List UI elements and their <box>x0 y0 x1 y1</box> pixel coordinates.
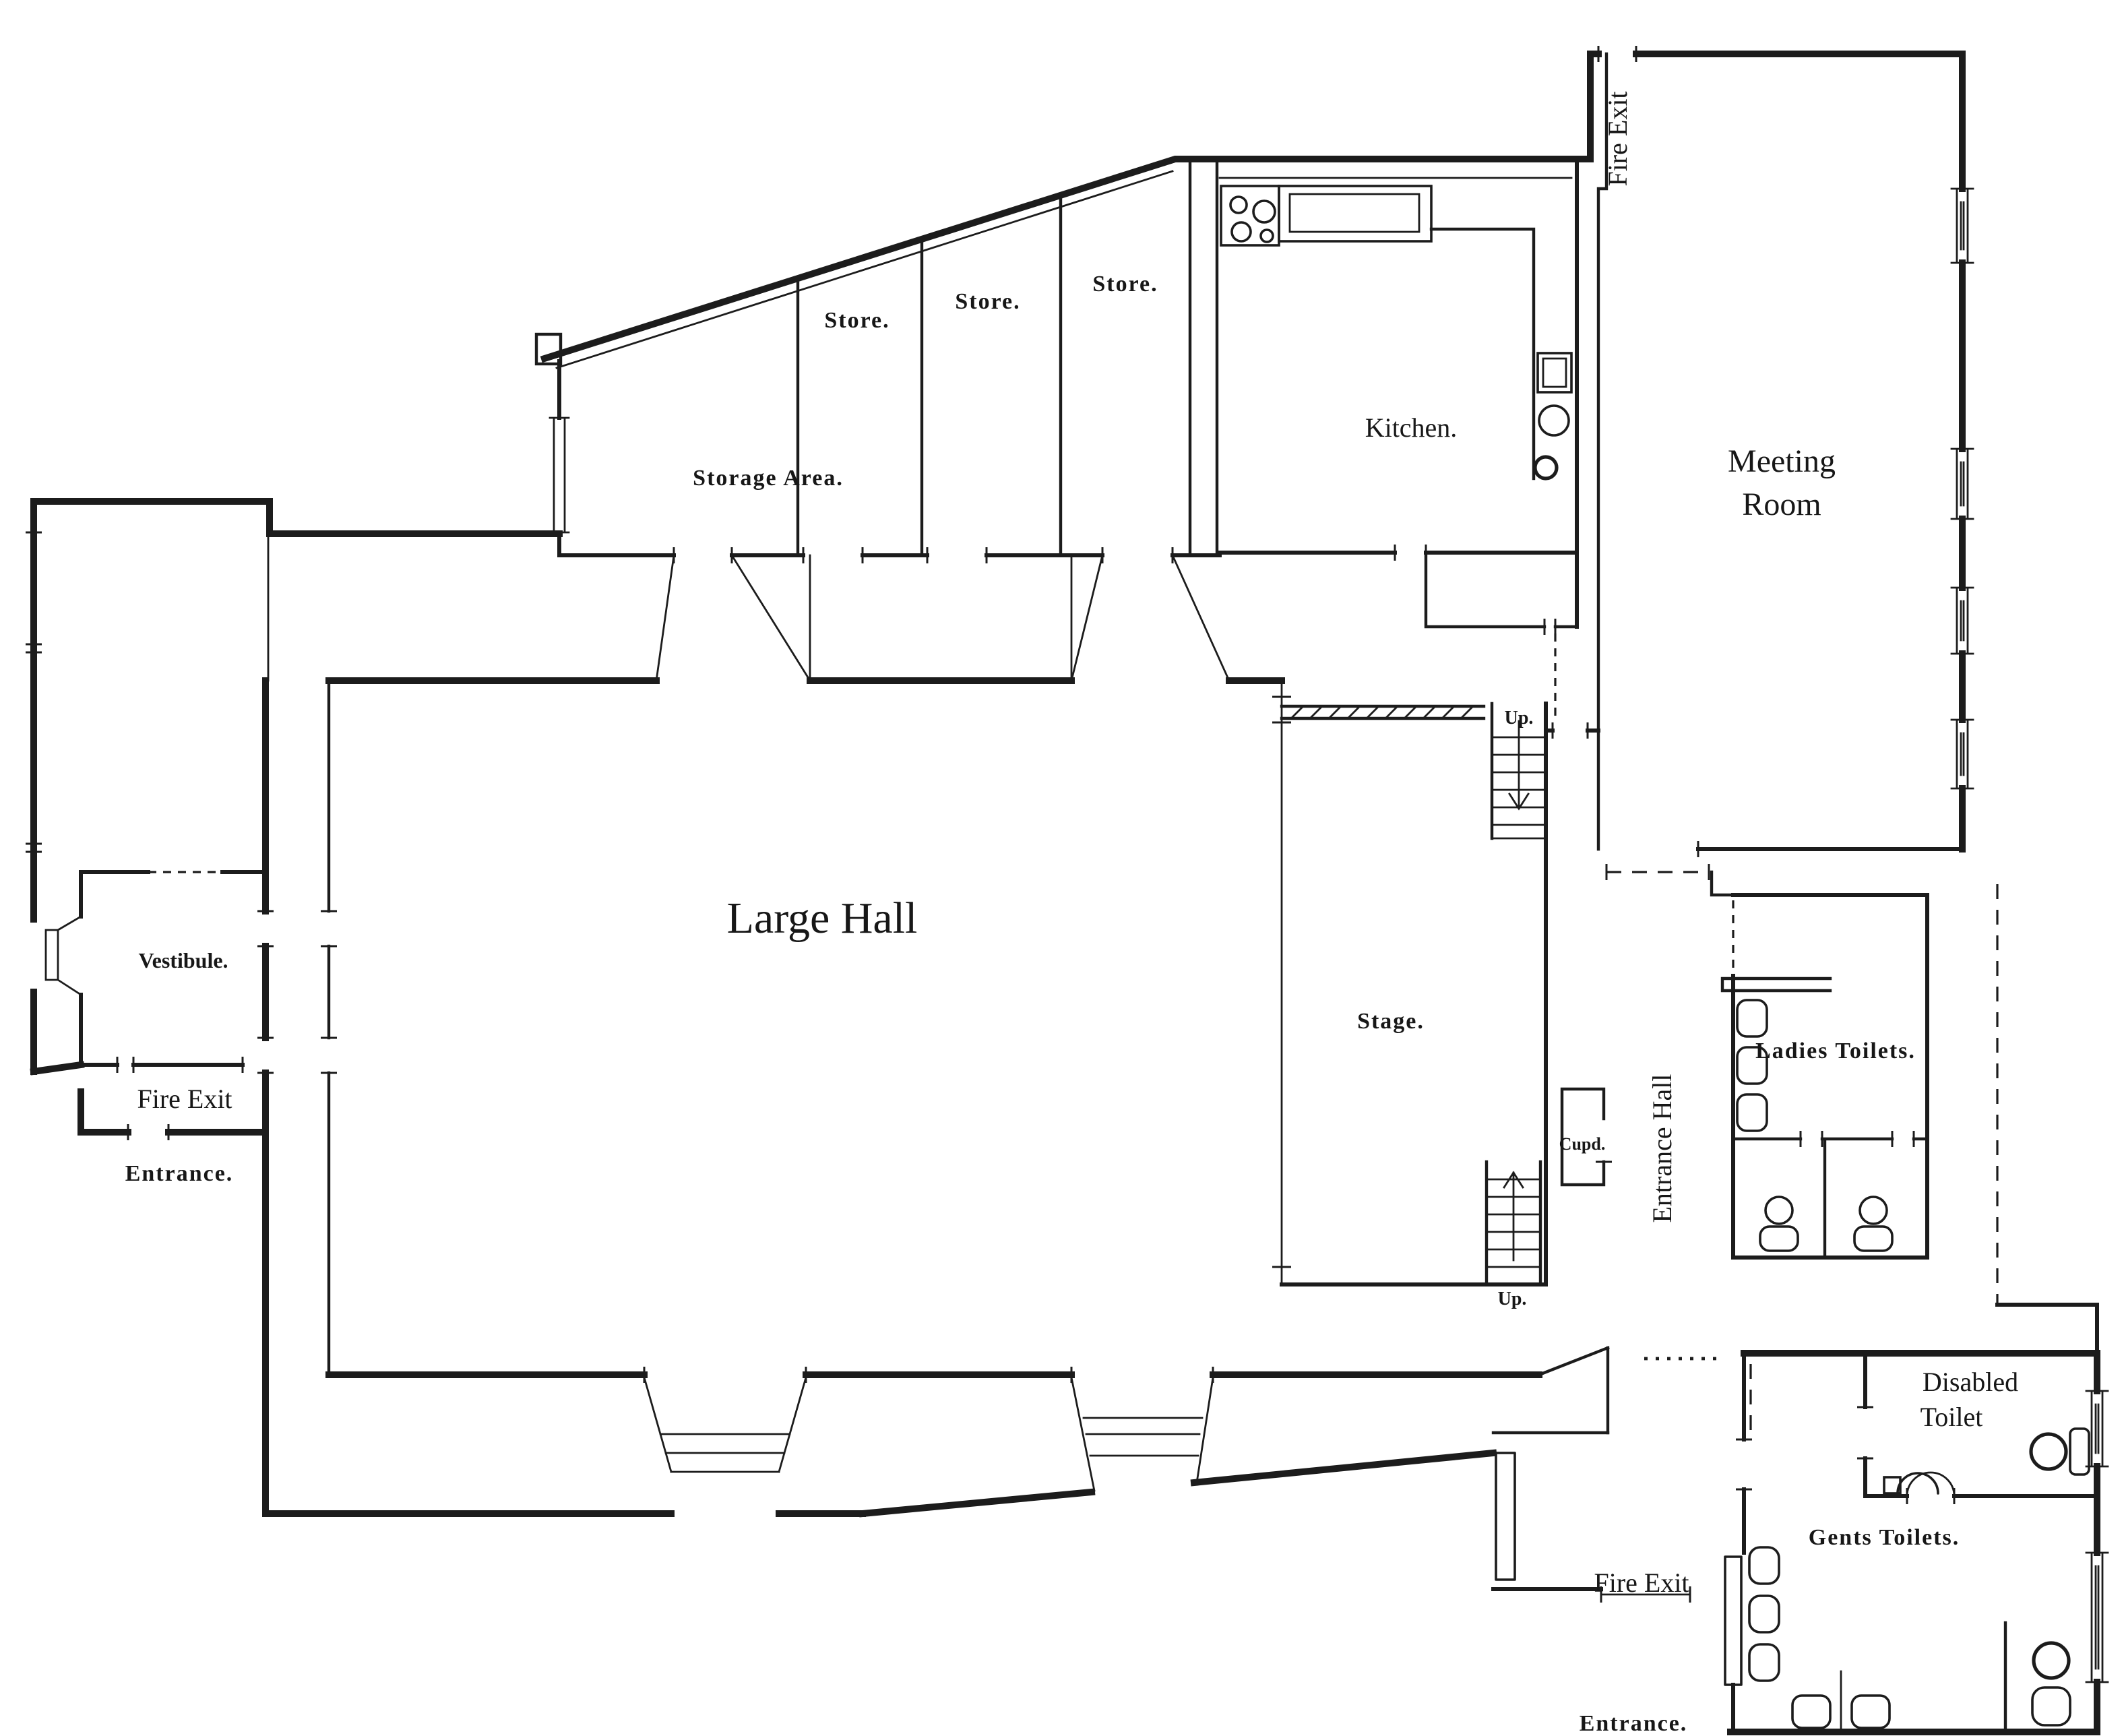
urinal-icon <box>1748 1594 1780 1634</box>
room-label-large-hall: Large Hall <box>727 894 918 943</box>
meeting-room-walls <box>1573 46 1974 857</box>
washbasin-icon <box>1791 1694 1832 1729</box>
room-label-store-1: Store. <box>824 308 889 333</box>
label-stairs-up-lower: Up. <box>1498 1289 1527 1309</box>
toilet-icon <box>2032 1641 2071 1680</box>
stage-walls <box>1272 683 1612 1286</box>
room-label-gents: Gents Toilets. <box>1809 1525 1960 1550</box>
gents-fixtures <box>1748 1546 2071 1734</box>
cupboard-walls <box>1560 1087 1612 1187</box>
toilet-icon <box>2029 1432 2068 1471</box>
fire-exit-lobby-walls <box>1491 1431 1691 1603</box>
cooker-hob-icon <box>1220 185 1280 247</box>
gents-door-icon <box>1724 1555 1743 1686</box>
storage-walls <box>534 156 1594 682</box>
room-label-disabled-line2: Toilet <box>1920 1402 1983 1432</box>
large-hall-walls <box>257 677 1610 1518</box>
label-stairs-up-stage: Up. <box>1505 708 1534 728</box>
west-yard-walls <box>26 498 563 1076</box>
label-entrance-left: Entrance. <box>125 1161 234 1186</box>
room-label-meeting-line2: Room <box>1742 487 1821 522</box>
disabled-fixtures <box>1883 1427 2090 1495</box>
urinal-icon <box>1748 1546 1780 1585</box>
stairs-lower <box>1485 1160 1542 1286</box>
label-fire-exit-left: Fire Exit <box>137 1084 232 1114</box>
sink-counter-icon <box>1278 185 1433 243</box>
washbasin-icon <box>1850 1694 1891 1729</box>
fire-exit-door-icon <box>1495 1452 1516 1581</box>
room-label-meeting-line1: Meeting <box>1728 443 1836 479</box>
wall-pier <box>534 332 563 366</box>
labels: Store. Store. Store. Storage Area. Kitch… <box>125 91 2018 1736</box>
vestibule-door-icon <box>44 929 59 981</box>
entrance-hall-walls <box>1605 864 1735 897</box>
ladies-toilets-walls <box>1720 893 1929 1260</box>
room-label-entrance-hall: Entrance Hall <box>1647 1074 1677 1223</box>
urinal-icon <box>1748 1643 1780 1682</box>
boundary-dashed-lines <box>1644 884 2099 1437</box>
vestibule-walls <box>44 870 268 1073</box>
room-label-storage-area: Storage Area. <box>693 466 844 491</box>
label-fire-exit-bottom: Fire Exit <box>1594 1568 1689 1598</box>
stairs-upper <box>1490 702 1548 840</box>
gents-window-icon <box>2085 1390 2109 1683</box>
label-entrance-bottom: Entrance. <box>1580 1711 1688 1736</box>
meeting-room-window-icon <box>1950 187 1974 790</box>
southwest-passage-walls <box>77 1088 269 1140</box>
room-label-cupboard: Cupd. <box>1559 1134 1606 1154</box>
room-label-store-3: Store. <box>1092 272 1158 297</box>
label-fire-exit-top: Fire Exit <box>1602 91 1633 186</box>
storage-window-icon <box>549 416 570 534</box>
toilet-icon <box>1759 1196 1894 1252</box>
room-label-ladies: Ladies Toilets. <box>1755 1038 1916 1063</box>
room-label-disabled-line1: Disabled <box>1923 1367 2018 1397</box>
room-label-stage: Stage. <box>1357 1009 1425 1034</box>
gents-block-walls <box>1724 1350 2109 1735</box>
kitchen-walls <box>1218 157 1579 721</box>
sink-unit-icon <box>1533 352 1573 480</box>
room-label-kitchen: Kitchen. <box>1365 412 1458 443</box>
room-label-vestibule: Vestibule. <box>138 948 228 972</box>
room-label-store-2: Store. <box>955 289 1020 314</box>
washbasin-icon <box>1736 999 1768 1132</box>
